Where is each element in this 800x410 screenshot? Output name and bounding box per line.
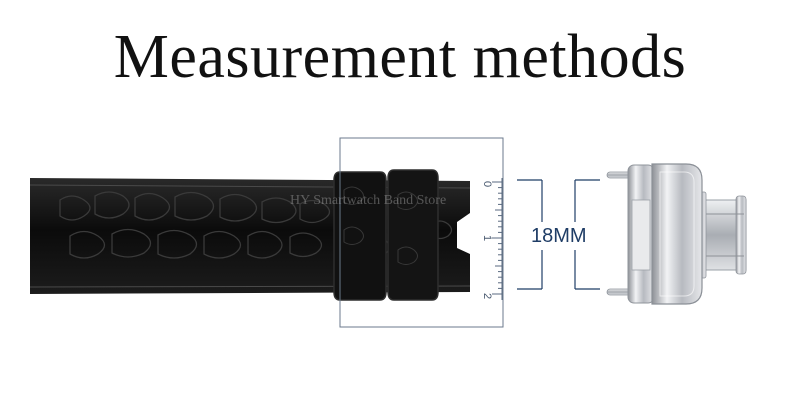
measurement-label: 18MM bbox=[531, 225, 587, 247]
ruler bbox=[492, 178, 503, 300]
dimension-bracket-right bbox=[574, 179, 600, 290]
store-watermark: HY Smartwatch Band Store bbox=[290, 193, 447, 208]
page-title: Measurement methods bbox=[113, 23, 687, 91]
dimension-bracket-left bbox=[517, 179, 543, 290]
leather-strap-icon bbox=[29, 169, 471, 301]
deployment-clasp-icon bbox=[606, 163, 747, 305]
measure-frame bbox=[339, 137, 504, 328]
